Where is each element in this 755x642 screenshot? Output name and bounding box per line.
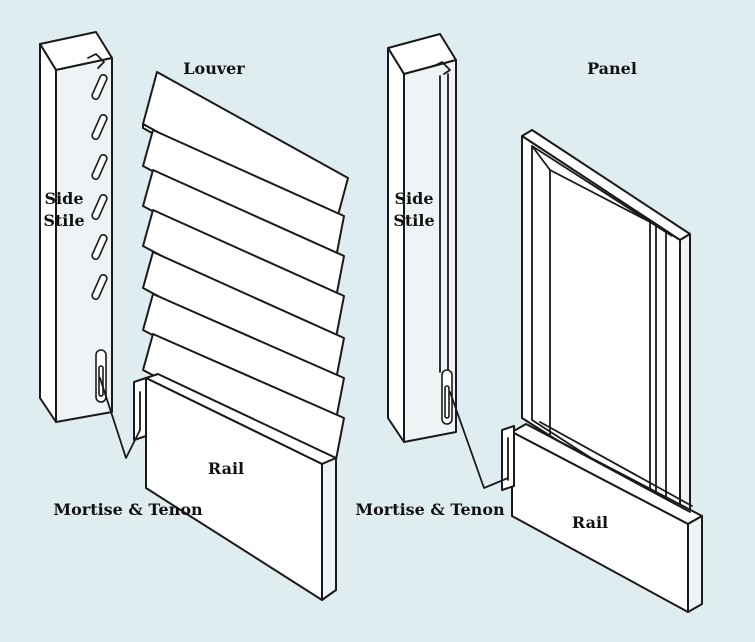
left-bottom-rail: [133, 373, 337, 601]
panel-shutter-assembly: [387, 33, 703, 613]
right-side-stile: [387, 33, 457, 443]
louver-mortise-slots: [91, 74, 108, 300]
right-bottom-rail: [501, 421, 703, 613]
left-joint-label: Mortise & Tenon: [53, 500, 203, 519]
right-side-label: Side: [395, 189, 434, 208]
right-joint-leader: [449, 391, 509, 489]
louver-shutter-assembly: [39, 31, 349, 601]
louver-label: Louver: [183, 59, 245, 78]
louver-blades: [142, 71, 349, 471]
panel-label: Panel: [587, 59, 637, 78]
left-joint-leader: [99, 377, 141, 459]
left-rail-label: Rail: [208, 459, 244, 478]
right-rail-label: Rail: [572, 513, 608, 532]
left-side-label: Side: [45, 189, 84, 208]
right-joint-label: Mortise & Tenon: [355, 500, 505, 519]
left-stile-label: Stile: [43, 211, 84, 230]
right-stile-label: Stile: [393, 211, 434, 230]
